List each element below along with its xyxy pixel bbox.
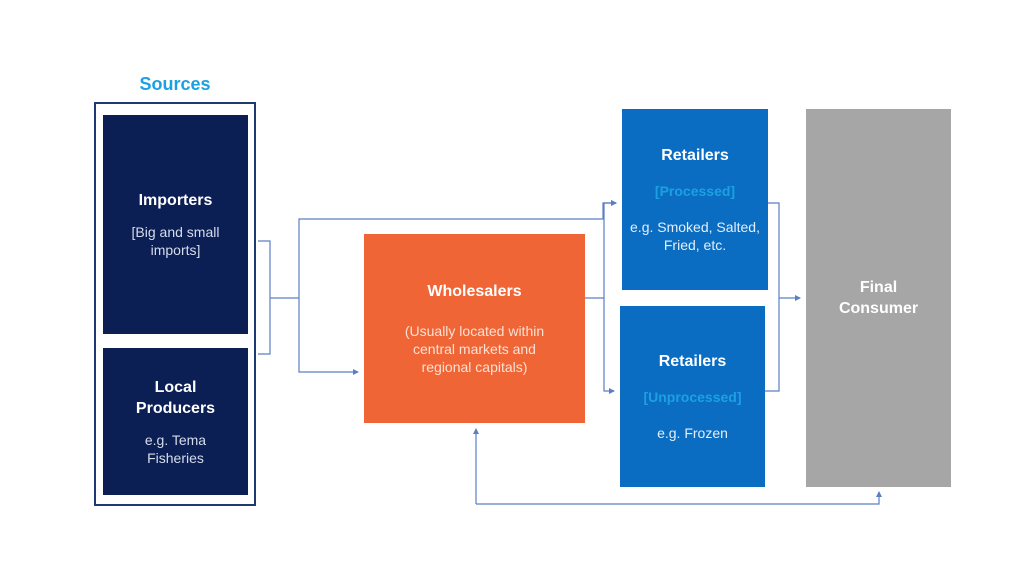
retailers-processed-tag: [Processed] (654, 183, 736, 199)
retailers-processed-subtitle: e.g. Smoked, Salted, Fried, etc. (630, 219, 760, 253)
importers-box: Importers [Big and small imports] (103, 115, 248, 334)
final-consumer-box: Final Consumer (806, 109, 951, 487)
sources-title: Sources (139, 74, 211, 94)
retailers-unprocessed-box: Retailers [Unprocessed] e.g. Frozen (620, 306, 765, 487)
local-producers-subtitle: e.g. Tema Fisheries (144, 431, 207, 466)
sources-bracket (258, 240, 271, 355)
retailers-unprocessed-title: Retailers (658, 353, 727, 370)
retailers-unprocessed-subtitle: e.g. Frozen (657, 425, 728, 441)
local-producers-box: Local Producers e.g. Tema Fisheries (103, 348, 248, 495)
wholesalers-box: Wholesalers (Usually located within cent… (364, 234, 585, 423)
arrow-wholesalers-to-processed (603, 200, 617, 298)
wholesalers-title: Wholesalers (427, 283, 522, 300)
importers-title: Importers (138, 192, 213, 209)
arrow-to-wholesalers (298, 298, 359, 375)
importers-subtitle: [Big and small imports] (131, 224, 220, 258)
arrow-to-retailers-processed (298, 200, 617, 298)
arrow-wholesalers-to-unprocessed (603, 298, 615, 394)
local-producers-title: Local Producers (135, 378, 216, 417)
arrow-return-to-final-consumer (476, 491, 882, 505)
sources-frame (94, 102, 256, 506)
final-consumer-title: Final Consumer (838, 279, 919, 317)
wholesalers-subtitle: (Usually located within central markets … (404, 323, 545, 375)
retailers-unprocessed-tag: [Unprocessed] (643, 389, 742, 405)
retailers-processed-title: Retailers (661, 147, 729, 164)
retailers-processed-box: Retailers [Processed] e.g. Smoked, Salte… (622, 109, 768, 290)
retailers-bracket (765, 202, 780, 392)
